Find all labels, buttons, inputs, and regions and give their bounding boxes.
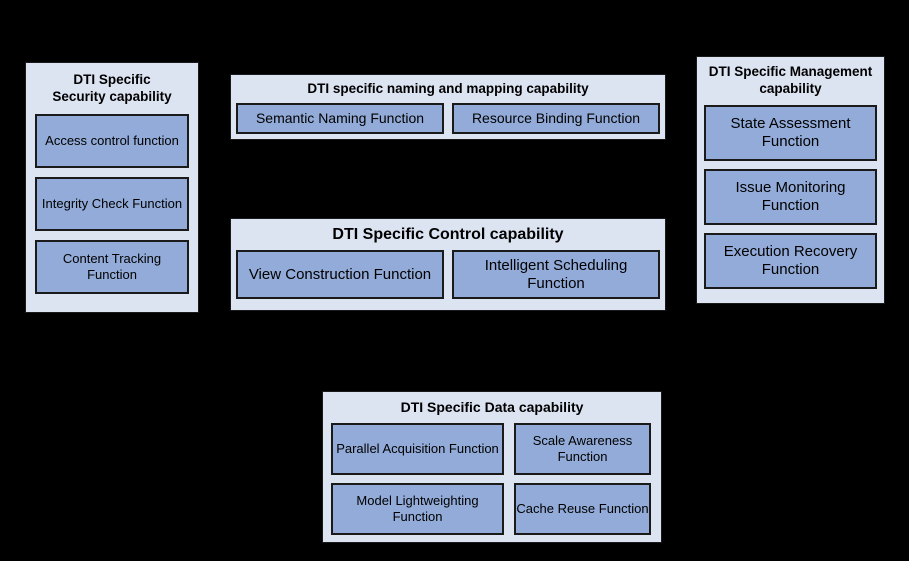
panel-control-row: View Construction Function Intelligent S… [236, 250, 660, 299]
panel-control-capability: DTI Specific Control capability View Con… [230, 218, 666, 311]
panel-naming-row: Semantic Naming Function Resource Bindin… [236, 102, 660, 134]
function-box-model-lightweighting[interactable]: Model Lightweighting Function [331, 482, 504, 535]
function-box-state-assessment[interactable]: State Assessment Function [704, 104, 877, 161]
function-box-content-tracking[interactable]: Content Tracking Function [35, 239, 189, 294]
panel-data-row-1: Parallel Acquisition Function Scale Awar… [331, 422, 653, 475]
function-box-scale-awareness[interactable]: Scale Awareness Function [514, 422, 651, 475]
panel-data-title: DTI Specific Data capability [400, 399, 584, 415]
panel-management-title-line2: capability [759, 80, 822, 96]
panel-management-capability: DTI Specific Management capability State… [696, 56, 885, 304]
panel-data-row-2: Model Lightweighting Function Cache Reus… [331, 482, 653, 535]
panel-management-title-line1: DTI Specific Management [708, 64, 873, 79]
panel-security-capability: DTI Specific Security capability Access … [25, 62, 199, 313]
panel-security-title-line1: DTI Specific [73, 72, 151, 87]
function-box-resource-binding[interactable]: Resource Binding Function [452, 102, 660, 134]
function-box-access-control[interactable]: Access control function [35, 113, 189, 168]
function-box-cache-reuse[interactable]: Cache Reuse Function [514, 482, 651, 535]
panel-naming-and-mapping-capability: DTI specific naming and mapping capabili… [230, 74, 666, 140]
panel-security-title-line2: Security capability [52, 88, 172, 104]
function-box-issue-monitoring[interactable]: Issue Monitoring Function [704, 168, 877, 225]
panel-management-title: DTI Specific Management capability [704, 57, 877, 105]
function-box-view-construction[interactable]: View Construction Function [236, 250, 444, 299]
function-box-integrity-check[interactable]: Integrity Check Function [35, 176, 189, 231]
panel-security-title: DTI Specific Security capability [35, 63, 189, 114]
panel-control-title: DTI Specific Control capability [332, 226, 564, 243]
function-box-intelligent-scheduling[interactable]: Intelligent Scheduling Function [452, 250, 660, 299]
function-box-parallel-acquisition[interactable]: Parallel Acquisition Function [331, 422, 504, 475]
panel-data-capability: DTI Specific Data capability Parallel Ac… [322, 391, 662, 543]
panel-naming-title: DTI specific naming and mapping capabili… [307, 81, 589, 96]
function-box-execution-recovery[interactable]: Execution Recovery Function [704, 232, 877, 289]
function-box-semantic-naming[interactable]: Semantic Naming Function [236, 102, 444, 134]
